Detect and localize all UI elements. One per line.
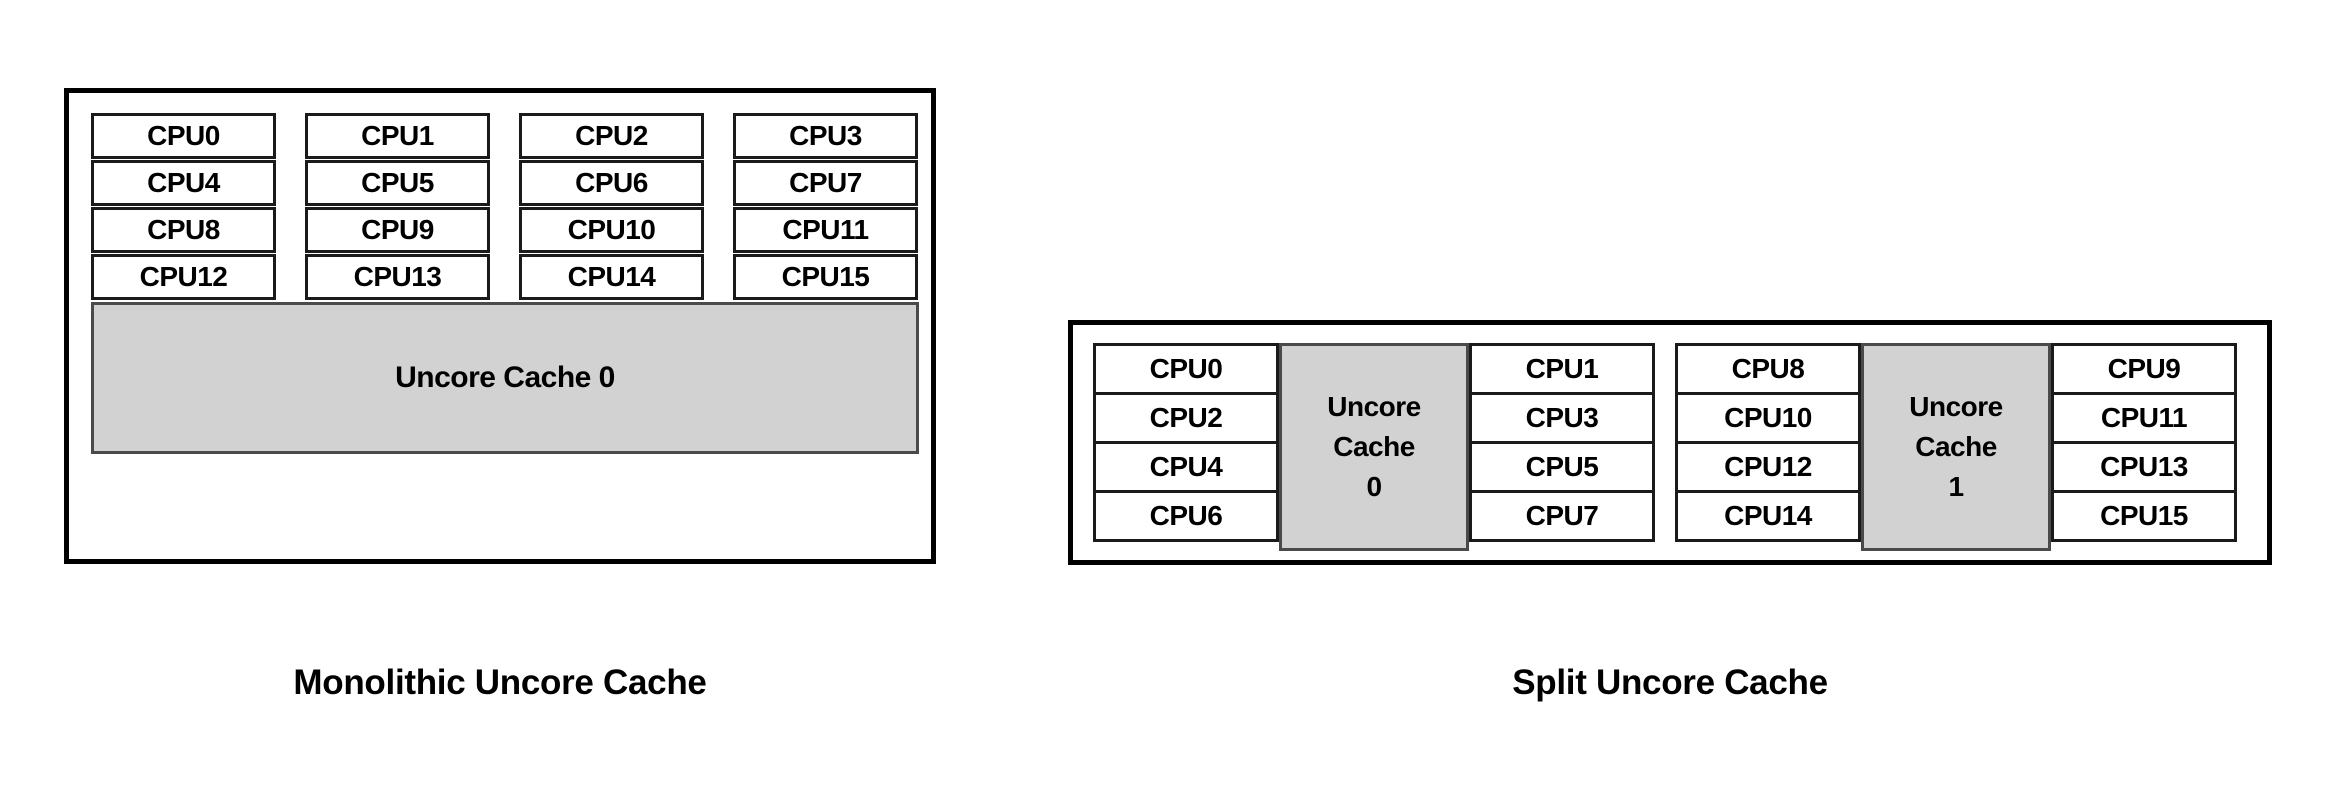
uncore-cache-label-line1: Uncore	[1327, 391, 1421, 423]
cpu-box: CPU0	[91, 113, 276, 159]
uncore-cache-label-line3: 0	[1366, 470, 1382, 502]
split-cache-group: CPU8 CPU10 CPU12 CPU14 Uncore Cache 1 CP…	[1675, 343, 2237, 551]
cpu-box: CPU7	[1469, 490, 1655, 542]
uncore-cache-label-line2: Cache	[1333, 431, 1415, 463]
split-cpu-column-right: CPU1 CPU3 CPU5 CPU7	[1469, 343, 1655, 551]
cpu-box: CPU14	[1675, 490, 1861, 542]
cpu-box: CPU1	[305, 113, 490, 159]
split-cpu-column-right: CPU9 CPU11 CPU13 CPU15	[2051, 343, 2237, 551]
split-diagram-caption: Split Uncore Cache	[1512, 663, 1828, 702]
split-uncore-cache-diagram: CPU0 CPU2 CPU4 CPU6 Uncore Cache 0 CPU1 …	[1068, 320, 2272, 565]
cpu-box: CPU8	[1675, 343, 1861, 395]
cpu-box: CPU13	[2051, 441, 2237, 493]
uncore-cache-block: Uncore Cache 1	[1861, 343, 2051, 551]
cpu-box: CPU4	[1093, 441, 1279, 493]
split-cache-group: CPU0 CPU2 CPU4 CPU6 Uncore Cache 0 CPU1 …	[1093, 343, 1655, 551]
cpu-box: CPU12	[91, 254, 276, 300]
cpu-box: CPU7	[733, 160, 918, 206]
monolithic-uncore-cache-diagram: CPU0 CPU1 CPU2 CPU3 CPU4 CPU5 CPU6 CPU7 …	[64, 88, 936, 564]
cpu-box: CPU8	[91, 207, 276, 253]
cpu-box: CPU6	[1093, 490, 1279, 542]
cpu-box: CPU11	[733, 207, 918, 253]
uncore-cache-label-line2: Cache	[1915, 431, 1997, 463]
cpu-box: CPU2	[1093, 392, 1279, 444]
split-cpu-column-left: CPU0 CPU2 CPU4 CPU6	[1093, 343, 1279, 551]
cpu-box: CPU3	[733, 113, 918, 159]
cpu-box: CPU14	[519, 254, 704, 300]
split-cpu-column-left: CPU8 CPU10 CPU12 CPU14	[1675, 343, 1861, 551]
cpu-box: CPU5	[1469, 441, 1655, 493]
cpu-box: CPU2	[519, 113, 704, 159]
cpu-box: CPU10	[1675, 392, 1861, 444]
cpu-box: CPU9	[2051, 343, 2237, 395]
cpu-box: CPU11	[2051, 392, 2237, 444]
cpu-box: CPU10	[519, 207, 704, 253]
cpu-box: CPU3	[1469, 392, 1655, 444]
uncore-cache-block: Uncore Cache 0	[1279, 343, 1469, 551]
cpu-box: CPU0	[1093, 343, 1279, 395]
cpu-box: CPU15	[733, 254, 918, 300]
cpu-box: CPU1	[1469, 343, 1655, 395]
uncore-cache-block: Uncore Cache 0	[91, 302, 919, 454]
cpu-box: CPU12	[1675, 441, 1861, 493]
monolithic-diagram-caption: Monolithic Uncore Cache	[293, 663, 707, 702]
cpu-box: CPU13	[305, 254, 490, 300]
uncore-cache-label-line3: 1	[1948, 470, 1964, 502]
cpu-box: CPU4	[91, 160, 276, 206]
cpu-box: CPU5	[305, 160, 490, 206]
uncore-cache-label-line1: Uncore	[1909, 391, 2003, 423]
cpu-box: CPU6	[519, 160, 704, 206]
cpu-box: CPU15	[2051, 490, 2237, 542]
cpu-box: CPU9	[305, 207, 490, 253]
monolithic-cpu-grid: CPU0 CPU1 CPU2 CPU3 CPU4 CPU5 CPU6 CPU7 …	[91, 113, 919, 300]
